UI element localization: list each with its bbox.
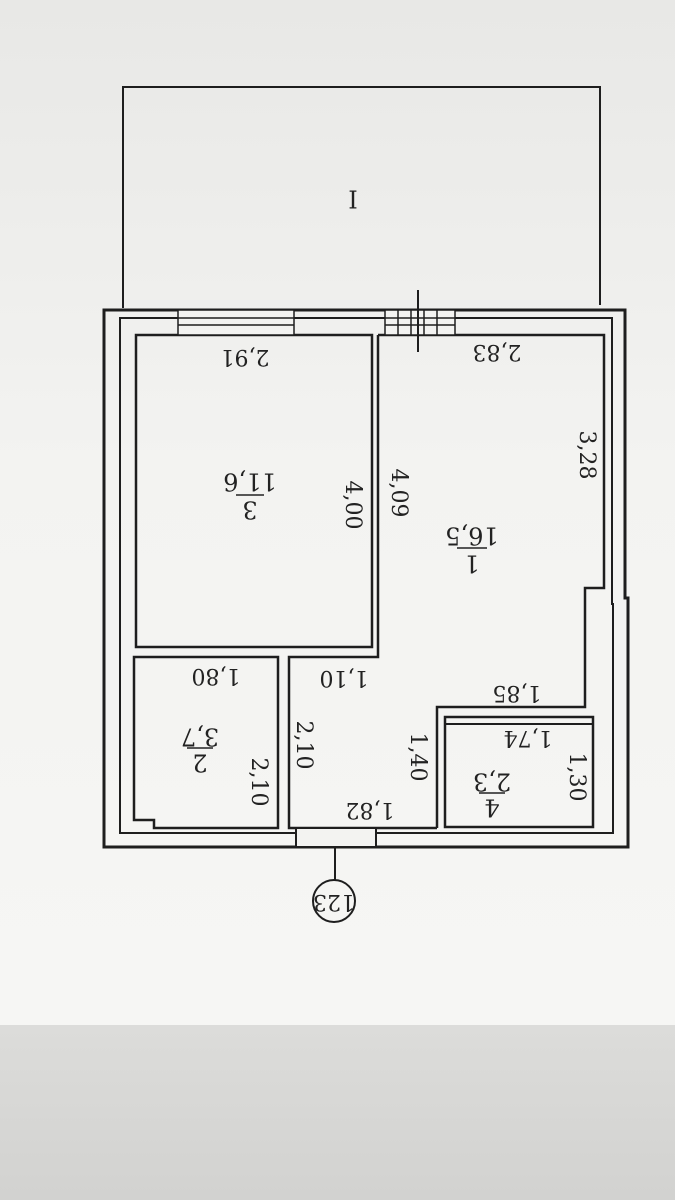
entrance-door [295,827,377,848]
room-4-label: 4 2,3 [473,768,511,822]
dim-bath-height: 1,30 [564,753,589,802]
room-2-number: 2 [192,749,207,777]
room-4-number: 4 [484,794,499,822]
axis-marker-label: 123 [313,889,355,914]
table-surface [0,1025,675,1200]
room-4-outline [443,715,595,829]
room-3-area: 11,6 [223,468,276,496]
outer-wall-outer [102,308,630,849]
room-3-label: 3 11,6 [223,468,276,524]
room-1-label: 1 16,5 [445,522,498,578]
outer-wall-inner [119,317,614,834]
dim-room1-length: 4,09 [386,469,411,518]
axis-marker-circle [312,879,356,923]
paper-sheet [0,0,675,1025]
dim-room1-right: 3,28 [574,431,599,480]
dim-room3-width: 2,91 [221,344,270,369]
dim-corridor-height: 2,10 [291,721,316,770]
room-1-number: 1 [464,550,479,578]
dim-room1-width: 2,83 [473,339,522,364]
window-room-1 [384,309,456,336]
dim-corridor-right: 1,85 [493,680,542,705]
dim-hall-bottom: 1,82 [346,797,395,822]
room-2-area: 3,7 [181,723,219,751]
room-2-outline [132,655,280,830]
room-1-outline [378,333,606,828]
window-room-3 [177,309,295,336]
room-3-number: 3 [242,496,257,524]
room-2-label: 2 3,7 [181,723,219,777]
room-1-area: 16,5 [445,522,498,550]
dim-room3-length: 4,00 [340,481,365,530]
dim-room2-height: 2,10 [246,758,271,807]
dim-room2-width: 1,80 [192,663,241,688]
dim-corridor-width: 1,10 [320,665,369,690]
dim-hall-height: 1,40 [405,733,430,782]
dim-bath-width: 1,74 [504,725,553,750]
room-4-area: 2,3 [473,768,511,796]
balcony-label: I [348,185,357,213]
balcony-outline [122,86,601,308]
